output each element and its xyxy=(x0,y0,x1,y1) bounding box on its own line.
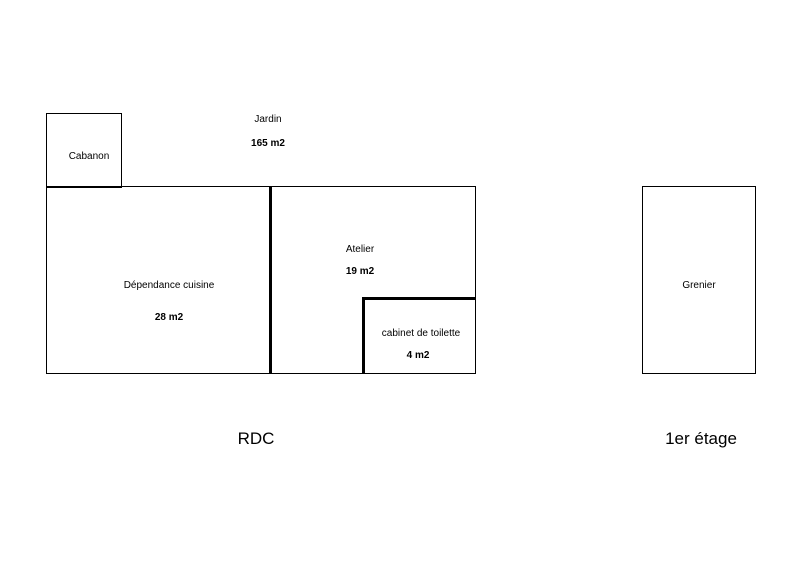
wall-toilette-left xyxy=(362,297,365,374)
cabanon-label: Cabanon xyxy=(68,151,110,162)
grenier-room xyxy=(642,186,756,374)
toilette-area: 4 m2 xyxy=(406,350,430,361)
dependance-area: 28 m2 xyxy=(154,312,184,323)
jardin-area: 165 m2 xyxy=(251,138,285,149)
level-etage-caption: 1er étage xyxy=(665,429,737,448)
wall-dependance-atelier xyxy=(269,186,272,374)
rdc-main-block xyxy=(46,186,476,374)
atelier-area: 19 m2 xyxy=(345,266,375,277)
level-rdc-caption: RDC xyxy=(237,429,275,448)
grenier-label: Grenier xyxy=(682,280,716,291)
jardin-label: Jardin xyxy=(254,114,282,125)
atelier-label: Atelier xyxy=(345,244,375,255)
toilette-label: cabinet de toilette xyxy=(381,328,461,339)
wall-toilette-top xyxy=(362,297,476,300)
dependance-label: Dépendance cuisine xyxy=(123,280,215,291)
cabanon-room xyxy=(46,113,122,188)
